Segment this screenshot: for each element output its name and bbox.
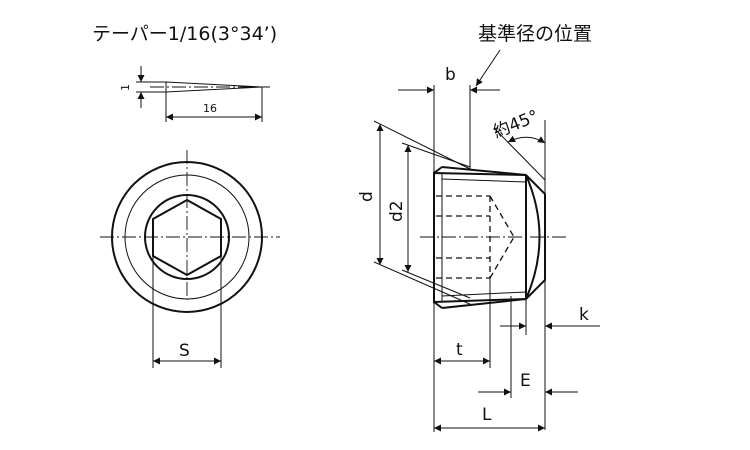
top-crest-line (441, 166, 527, 176)
d2-ext-bottom (401, 269, 471, 299)
d-label: d (357, 191, 377, 202)
thread-root-bottom (441, 291, 527, 297)
front-view: S (100, 150, 280, 368)
k-label: k (579, 305, 589, 325)
taper-run-label: 16 (203, 102, 217, 115)
d2-ext-top (401, 142, 471, 168)
chamfer-bottom-left (433, 301, 443, 309)
hex-socket (152, 198, 222, 277)
angle-ext-slant (493, 127, 546, 181)
chamfer-top-left (433, 166, 443, 174)
hidden-cone-bottom (489, 236, 515, 279)
thread-root-top (441, 178, 527, 183)
reference-position-leader (475, 49, 501, 87)
d-ext-bottom (373, 261, 473, 306)
e-label: E (520, 371, 531, 391)
taper-title: テーパー1/16(3°34’) (92, 23, 277, 45)
b-label: b (445, 65, 456, 85)
taper-rise-label: 1 (119, 84, 132, 91)
reference-position-label: 基準径の位置 (478, 23, 592, 45)
bottom-crest-line (441, 298, 527, 309)
taper-indicator: テーパー1/16(3°34’) 1 16 (92, 23, 277, 122)
angle-arc (507, 135, 546, 144)
taper-wedge (165, 81, 263, 93)
approx-angle-label: 約45° (490, 106, 541, 142)
s-label: S (179, 341, 190, 361)
inner-thread-circle (124, 174, 250, 300)
side-view: d d2 b 基準径の位置 約45° k t E (357, 23, 600, 432)
t-label: t (456, 340, 463, 360)
hex-socket-circle (144, 194, 230, 280)
outer-circle (111, 161, 263, 313)
hidden-cone-top (489, 195, 515, 238)
d2-label: d2 (387, 200, 407, 222)
end-face-curve (525, 174, 541, 300)
l-label: L (482, 405, 492, 425)
